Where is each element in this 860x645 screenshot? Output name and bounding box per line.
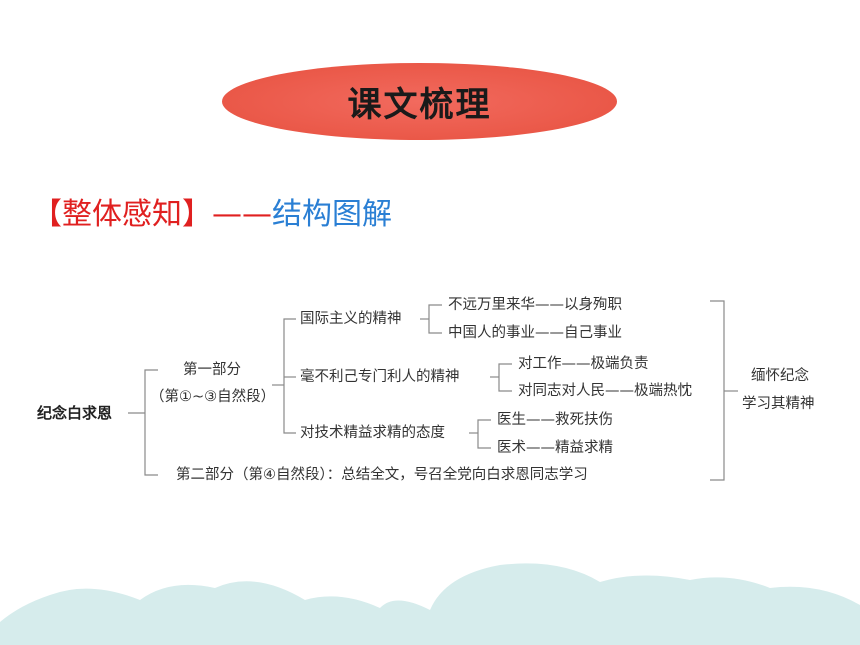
spirit1-item-1: 不远万里来华——以身殉职 <box>448 297 622 313</box>
section-heading: 【整体感知】——结构图解 <box>32 189 392 233</box>
spirits-bracket <box>283 318 296 434</box>
conclusion-line-1: 缅怀纪念 <box>751 368 809 384</box>
root-bracket <box>144 369 158 476</box>
spirit2-bracket <box>498 363 512 392</box>
root-node: 纪念白求恩 <box>37 404 113 422</box>
title-banner: 课文梳理 <box>222 63 617 140</box>
cloud-decoration <box>0 563 860 645</box>
cloud-shape <box>0 563 860 645</box>
spirit1-label: 国际主义的精神 <box>300 311 402 327</box>
right-bracket <box>710 300 725 481</box>
part2-label: 第二部分（第④自然段）：总结全文，号召全党向白求恩同志学习 <box>176 467 588 483</box>
spirit3-label: 对技术精益求精的态度 <box>300 425 445 441</box>
heading-bracket-left: 【 <box>32 197 62 232</box>
heading-label: 整体感知 <box>62 197 182 232</box>
spirit3-item-1: 医生——救死扶伤 <box>497 412 613 428</box>
spirit1-item-2: 中国人的事业——自己事业 <box>448 325 622 341</box>
spirit2-label: 毫不利己专门利人的精神 <box>300 369 460 385</box>
spirit2-item-2: 对同志对人民——极端热忱 <box>518 383 692 399</box>
conclusion-line-2: 学习其精神 <box>742 396 815 412</box>
page-title: 课文梳理 <box>347 85 492 125</box>
part1-title: 第一部分 <box>183 362 241 378</box>
heading-dash: —— <box>212 197 272 232</box>
spirit3-bracket <box>477 419 491 449</box>
heading-bracket-right: 】 <box>182 197 212 232</box>
spirit2-item-1: 对工作——极端负责 <box>518 356 649 372</box>
spirit3-item-2: 医术——精益求精 <box>497 440 613 456</box>
part1-range: （第①~③自然段） <box>150 389 276 405</box>
heading-subtitle: 结构图解 <box>272 197 392 232</box>
spirit1-bracket <box>428 304 442 334</box>
